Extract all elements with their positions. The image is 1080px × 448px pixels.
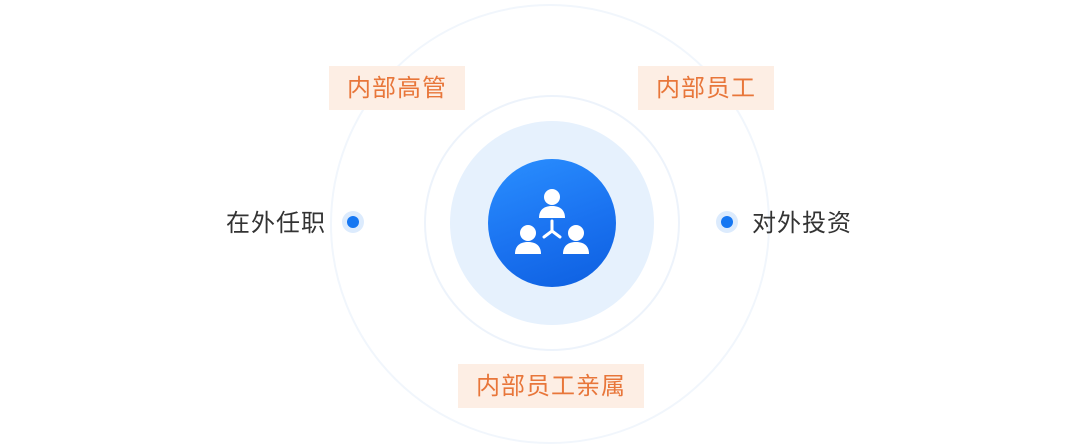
tag-internal-employees: 内部员工 — [638, 66, 774, 110]
left-marker-dot — [342, 211, 364, 233]
people-network-icon — [515, 189, 589, 254]
label-external-positions: 在外任职 — [226, 209, 326, 237]
label-external-investment: 对外投资 — [752, 209, 852, 237]
right-marker-dot — [716, 211, 738, 233]
middle-ring — [424, 95, 680, 351]
center-node — [488, 159, 616, 287]
tag-employee-relatives: 内部员工亲属 — [458, 364, 644, 408]
outer-ring — [330, 4, 770, 444]
tag-internal-executives: 内部高管 — [329, 66, 465, 110]
